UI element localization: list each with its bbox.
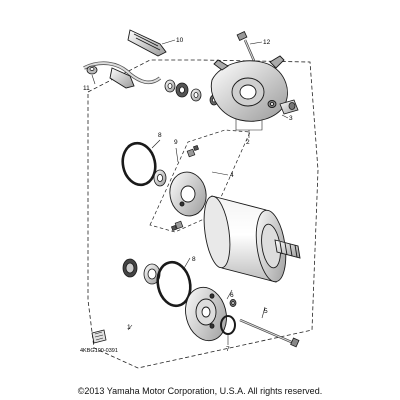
starter-cable-part-10 — [83, 29, 167, 89]
callout-8-upper: 8 — [158, 132, 162, 139]
armature-group-outline — [149, 129, 251, 233]
starter-motor-yoke — [203, 195, 301, 283]
o-ring-upper-part-8 — [121, 141, 157, 187]
callout-8-lower: 8 — [192, 256, 196, 263]
callout-10: 10 — [176, 37, 184, 44]
front-cover — [185, 286, 227, 342]
brush-lower — [170, 220, 184, 232]
assembly-outline — [87, 59, 319, 369]
callout-5: 5 — [264, 308, 268, 315]
diagram-code: 4KBG100-0391 — [80, 348, 118, 354]
brush-plate — [169, 171, 207, 217]
callout-7: 7 — [226, 346, 230, 353]
o-ring-part-7 — [220, 315, 236, 335]
callout-6: 6 — [230, 292, 234, 299]
callout-11: 11 — [83, 85, 90, 92]
end-cover-housing — [210, 55, 288, 122]
nut-part-11 — [86, 65, 98, 75]
callout-12: 12 — [263, 39, 271, 46]
callout-4: 4 — [230, 172, 234, 179]
washer-part-6 — [229, 298, 237, 307]
callout-2: 2 — [246, 139, 250, 146]
washer-set-part-2 — [164, 79, 219, 106]
callouts: 10 12 11 3 2 8 9 4 8 6 5 1 7 4KBG100-039… — [80, 37, 293, 354]
o-ring-lower-part-8 — [156, 260, 192, 308]
through-bolt-part-5 — [239, 318, 300, 348]
oil-seal — [122, 258, 138, 278]
washer-part-9 — [153, 169, 167, 187]
copyright-notice: ©2013 Yamaha Motor Corporation, U.S.A. A… — [77, 386, 323, 396]
callout-3: 3 — [289, 115, 293, 122]
terminal-part-3 — [279, 99, 299, 115]
reference-tag-icon — [91, 329, 107, 344]
callout-1: 1 — [127, 324, 131, 331]
callout-9: 9 — [174, 139, 178, 146]
brush-upper — [186, 144, 200, 158]
